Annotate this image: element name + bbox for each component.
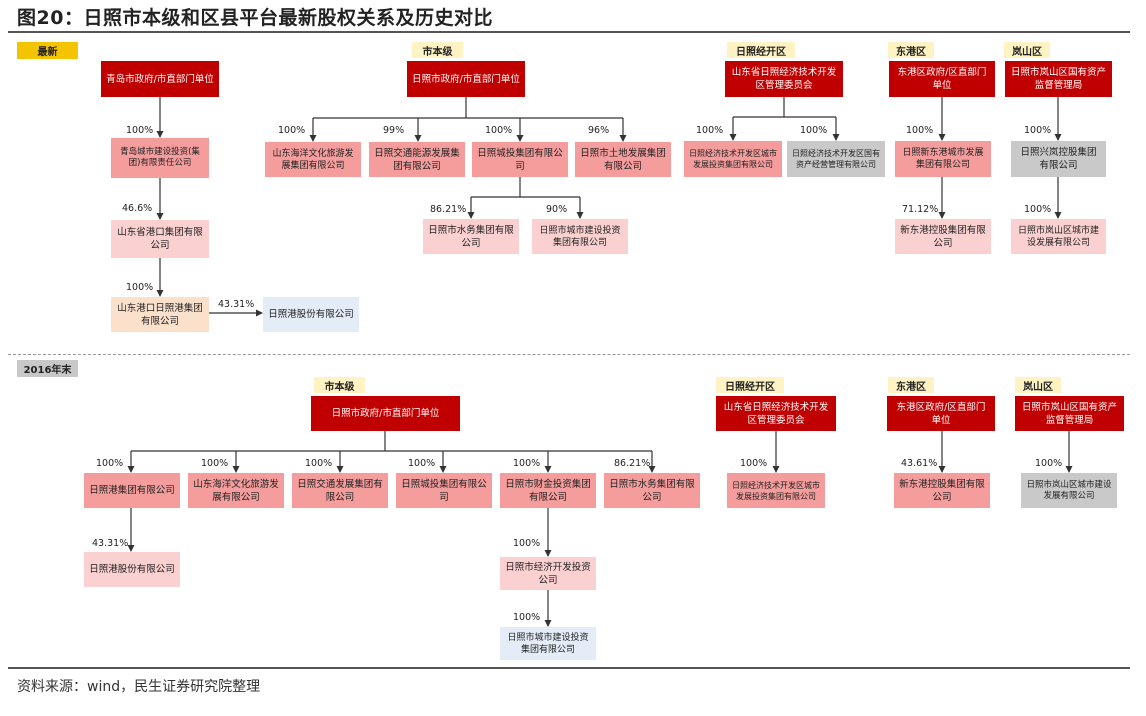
node-qingdao-gov: 青岛市政府/市直部门单位 bbox=[101, 61, 219, 97]
pct-ls-holding: 100% bbox=[1024, 125, 1052, 136]
pct-dg-city-dev: 100% bbox=[906, 125, 934, 136]
pct-marine-tour: 100% bbox=[278, 125, 306, 136]
tag-city-level-2016: 市本级 bbox=[314, 377, 365, 393]
pct-ls-city-2016: 100% bbox=[1035, 458, 1063, 469]
pct-water-group: 86.21% bbox=[430, 204, 467, 215]
section-tag-latest: 最新 bbox=[17, 42, 78, 59]
source-note: 资料来源：wind，民生证券研究院整理 bbox=[17, 679, 261, 695]
pct-construct-2016: 100% bbox=[513, 612, 541, 623]
tag-eco-zone-2016: 日照经开区 bbox=[716, 377, 784, 393]
figure-title: 图20：日照市本级和区县平台最新股权关系及历史对比 bbox=[17, 7, 493, 29]
node-water-group: 日照市水务集团有限公司 bbox=[423, 219, 519, 254]
node-eco-committee-2016: 山东省日照经济技术开发区管理委员会 bbox=[716, 396, 836, 431]
node-donggang-gov: 东港区政府/区直部门单位 bbox=[889, 61, 995, 97]
footer-rule bbox=[8, 667, 1130, 669]
node-lanshan-sasac-2016: 日照市岚山区国有资产监督管理局 bbox=[1015, 396, 1124, 431]
tag-eco-zone: 日照经开区 bbox=[727, 42, 795, 58]
tag-lanshan-2016: 岚山区 bbox=[1015, 377, 1061, 393]
node-eco-dev-zone-2016: 日照经济技术开发区城市发展投资集团有限公司 bbox=[727, 473, 825, 508]
pct-dg-holding-2016: 43.61% bbox=[901, 458, 938, 469]
pct-dg-holding: 71.12% bbox=[902, 204, 939, 215]
node-marine-2016: 山东海洋文化旅游发展有限公司 bbox=[188, 473, 284, 508]
pct-traffic-energy: 99% bbox=[383, 125, 405, 136]
section-tag-2016: 2016年末 bbox=[17, 360, 78, 377]
pct-finance-2016: 100% bbox=[513, 458, 541, 469]
node-qingdao-invest: 青岛城市建设投资(集团)有限责任公司 bbox=[111, 138, 209, 178]
node-city-invest: 日照城投集团有限公司 bbox=[472, 142, 568, 177]
pct-city-invest: 100% bbox=[485, 125, 513, 136]
tag-lanshan: 岚山区 bbox=[1004, 42, 1050, 58]
node-city-construct-2016: 日照市城市建设投资集团有限公司 bbox=[500, 627, 596, 660]
pct-traffic-2016: 100% bbox=[305, 458, 333, 469]
node-traffic-energy: 日照交通能源发展集团有限公司 bbox=[369, 142, 465, 177]
node-port-rizhao: 山东港口日照港集团有限公司 bbox=[111, 297, 209, 332]
node-eco-asset-mgmt: 日照经济技术开发区国有资产经营管理有限公司 bbox=[787, 141, 885, 177]
node-city-construct: 日照市城市建设投资集团有限公司 bbox=[532, 219, 628, 254]
pct-land-dev: 96% bbox=[588, 125, 610, 136]
pct-shandong-port: 46.6% bbox=[122, 203, 153, 214]
pct-ls-city-dev: 100% bbox=[1024, 204, 1052, 215]
pct-port-group-2016: 100% bbox=[96, 458, 124, 469]
node-port-group-2016: 日照港集团有限公司 bbox=[84, 473, 180, 508]
node-shandong-port: 山东省港口集团有限公司 bbox=[111, 220, 209, 258]
pct-eco-dev-invest: 100% bbox=[696, 125, 724, 136]
node-dg-city-dev: 日照新东港城市发展集团有限公司 bbox=[895, 141, 991, 177]
pct-water-2016: 86.21% bbox=[614, 458, 651, 469]
node-eco-committee: 山东省日照经济技术开发区管理委员会 bbox=[725, 61, 843, 97]
node-land-dev: 日照市土地发展集团有限公司 bbox=[575, 142, 671, 177]
node-ls-city-dev-2016: 日照市岚山区城市建设发展有限公司 bbox=[1021, 473, 1117, 508]
node-ls-holding: 日照兴岚控股集团有限公司 bbox=[1011, 141, 1106, 177]
pct-qingdao-invest: 100% bbox=[126, 125, 154, 136]
node-marine-tour: 山东海洋文化旅游发展集团有限公司 bbox=[265, 142, 361, 177]
node-rizhao-gov: 日照市政府/市直部门单位 bbox=[407, 61, 525, 97]
node-rizhao-gov-2016: 日照市政府/市直部门单位 bbox=[311, 396, 460, 431]
pct-port-shares-2016: 43.31% bbox=[92, 538, 129, 549]
pct-city-construct: 90% bbox=[546, 204, 568, 215]
node-ls-city-dev: 日照市岚山区城市建设发展有限公司 bbox=[1011, 219, 1106, 254]
node-port-shares-2016: 日照港股份有限公司 bbox=[84, 552, 180, 587]
node-water-2016: 日照市水务集团有限公司 bbox=[604, 473, 700, 508]
node-dg-holding: 新东港控股集团有限公司 bbox=[895, 219, 991, 254]
node-lanshan-sasac: 日照市岚山区国有资产监督管理局 bbox=[1005, 61, 1112, 97]
node-eco-dev-invest: 日照经济技术开发区城市发展投资集团有限公司 bbox=[684, 141, 782, 177]
node-donggang-gov-2016: 东港区政府/区直部门单位 bbox=[887, 396, 995, 431]
node-finance-2016: 日照市财金投资集团有限公司 bbox=[500, 473, 596, 508]
title-rule bbox=[8, 31, 1130, 33]
node-port-shares: 日照港股份有限公司 bbox=[263, 297, 359, 332]
node-dg-holding-2016: 新东港控股集团有限公司 bbox=[894, 473, 990, 508]
node-traffic-2016: 日照交通发展集团有限公司 bbox=[292, 473, 388, 508]
pct-city-invest-2016: 100% bbox=[408, 458, 436, 469]
pct-eco-dev-2016: 100% bbox=[513, 538, 541, 549]
pct-zone-dev-2016: 100% bbox=[740, 458, 768, 469]
pct-port-rizhao: 100% bbox=[126, 282, 154, 293]
section-divider bbox=[8, 354, 1130, 355]
tag-city-level: 市本级 bbox=[412, 42, 463, 58]
tag-donggang: 东港区 bbox=[888, 42, 934, 58]
pct-eco-asset-mgmt: 100% bbox=[800, 125, 828, 136]
tag-donggang-2016: 东港区 bbox=[888, 377, 934, 393]
node-city-invest-2016: 日照城投集团有限公司 bbox=[396, 473, 492, 508]
pct-port-shares: 43.31% bbox=[218, 299, 255, 310]
pct-marine-2016: 100% bbox=[201, 458, 229, 469]
node-eco-dev-invest-2016: 日照市经济开发投资公司 bbox=[500, 557, 596, 590]
